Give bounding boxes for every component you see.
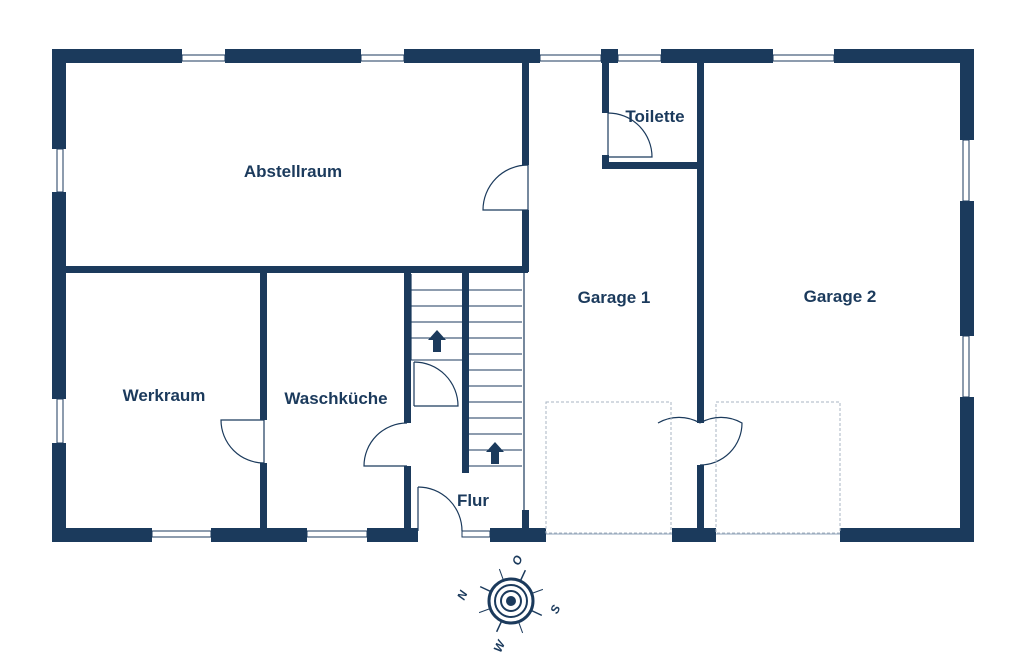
room-label-abstellraum: Abstellraum [244, 162, 342, 181]
garage-bays [545, 401, 841, 535]
stair-arrow-up-icon [428, 330, 446, 352]
stairs [410, 273, 525, 510]
room-labels: Abstellraum Toilette Garage 1 Garage 2 W… [123, 107, 877, 510]
room-label-toilette: Toilette [625, 107, 684, 126]
compass-east-label: O [509, 553, 526, 568]
room-label-garage-1: Garage 1 [578, 288, 651, 307]
room-label-werkraum: Werkraum [123, 386, 206, 405]
room-label-waschkueche: Waschküche [284, 389, 387, 408]
compass-south-label: S [547, 603, 563, 616]
stair-arrow-up-icon [486, 442, 504, 464]
exterior-walls [52, 49, 974, 542]
compass-icon: N O S W [454, 553, 563, 655]
room-label-flur: Flur [457, 491, 489, 510]
room-label-garage-2: Garage 2 [804, 287, 877, 306]
compass-north-label: N [454, 588, 470, 602]
compass-west-label: W [491, 637, 509, 655]
doors [220, 112, 743, 532]
windows [56, 54, 970, 538]
interior-walls [52, 63, 704, 533]
